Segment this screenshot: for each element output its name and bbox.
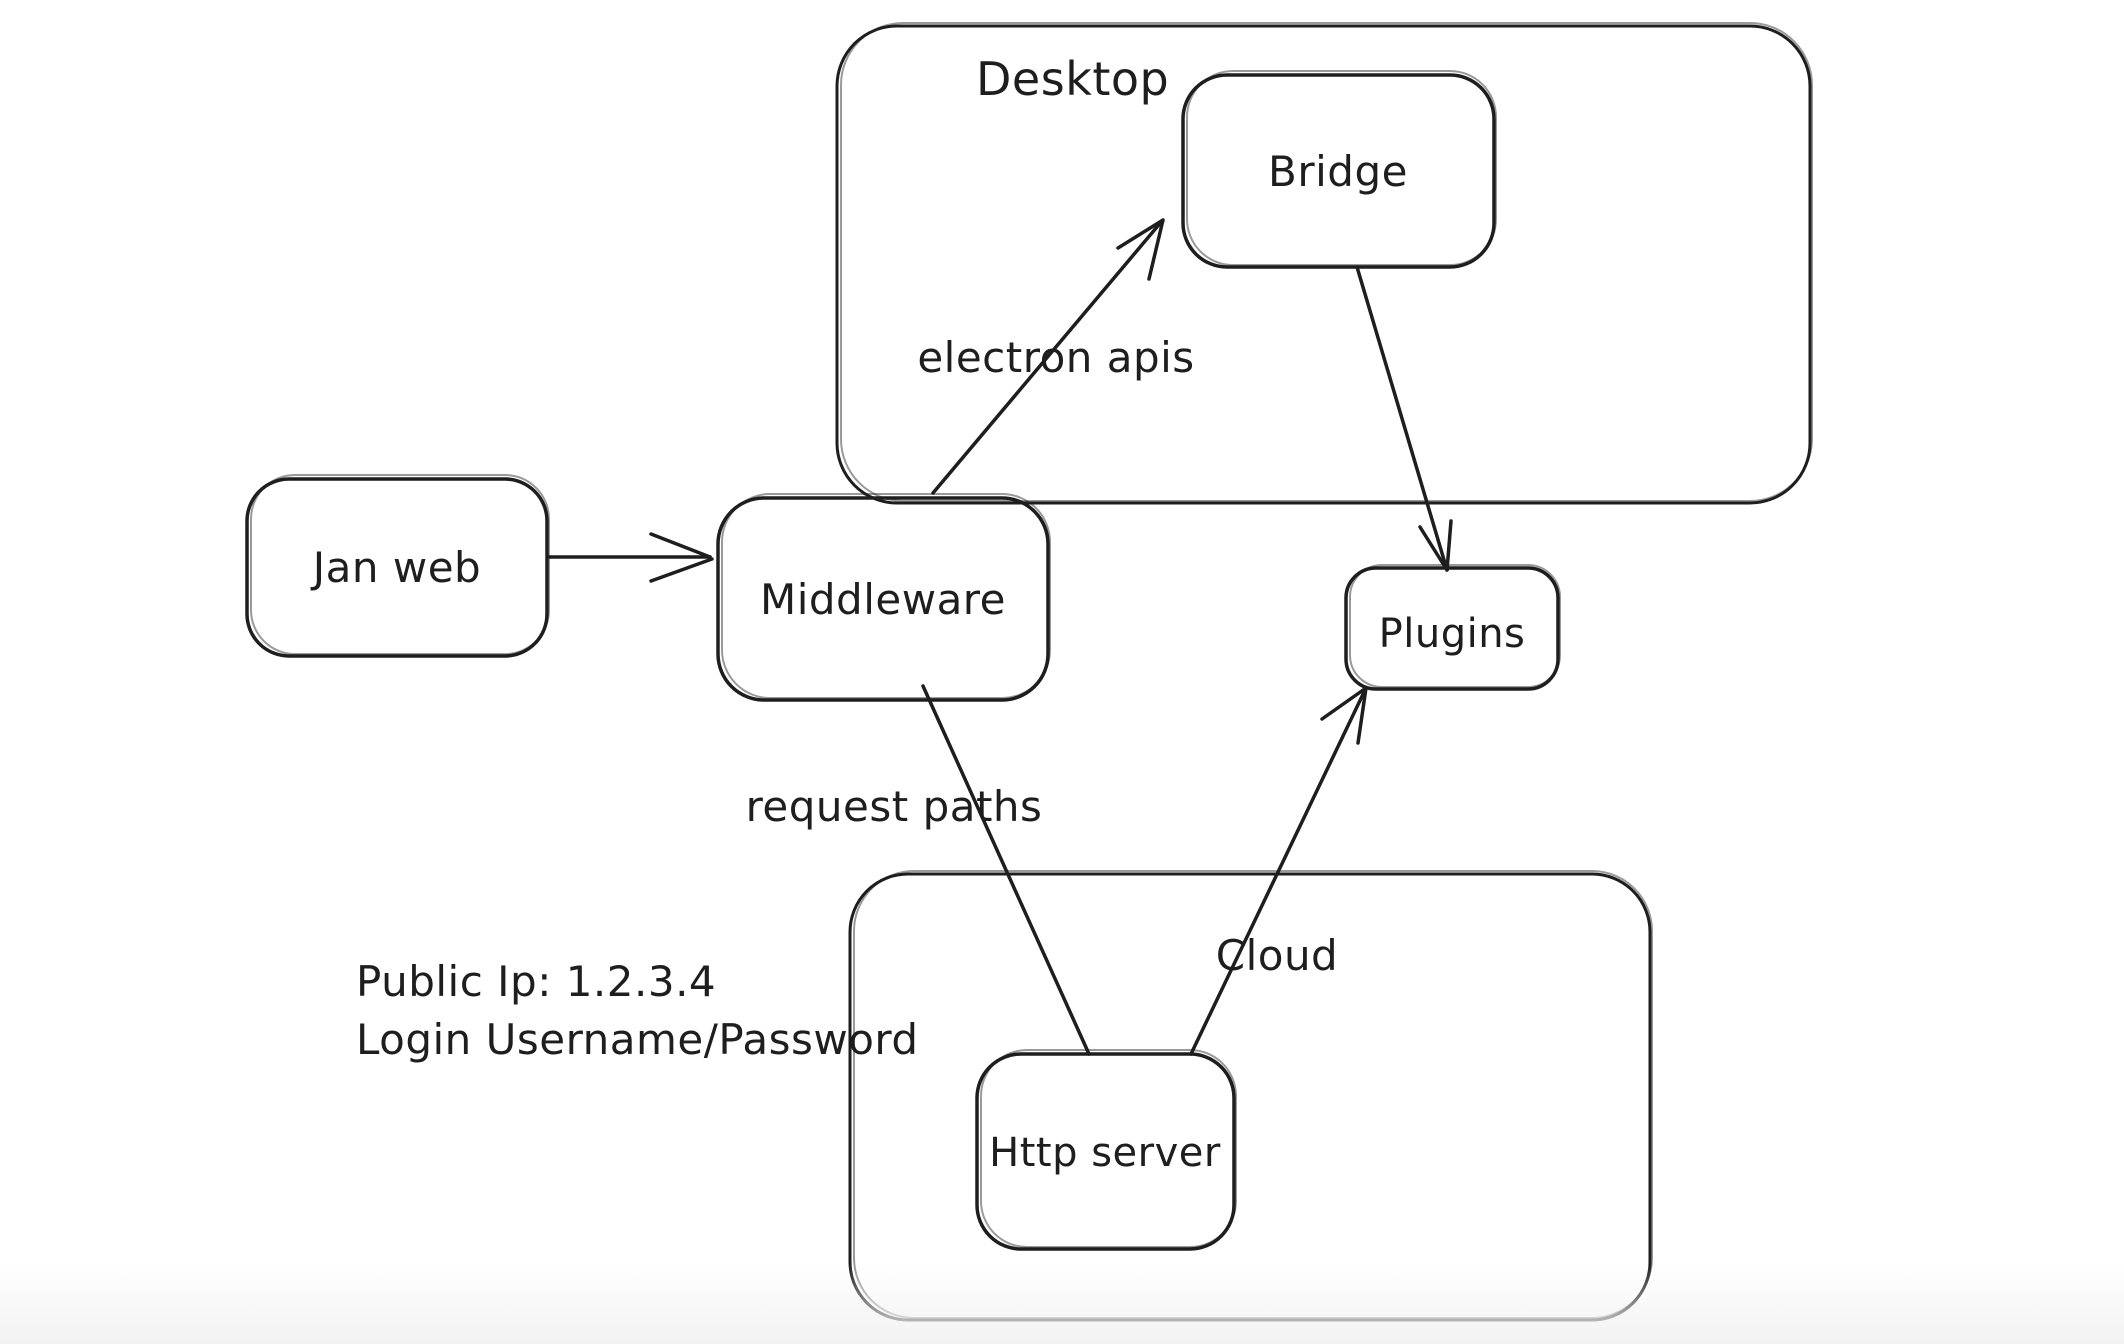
edge-bridge-to-plugins-arrowhead xyxy=(1418,519,1453,572)
edge-http-server-to-plugins-arrowhead xyxy=(1320,686,1368,745)
bridge-label: Bridge xyxy=(1268,147,1408,196)
edge-middleware-to-http-server: request paths xyxy=(746,684,1091,1056)
cloud-container-label: Cloud xyxy=(1216,931,1338,980)
edge-jan-web-to-middleware-arrowhead xyxy=(649,532,714,583)
edge-bridge-to-plugins xyxy=(1355,265,1453,572)
edge-middleware-to-bridge-arrowhead xyxy=(1116,218,1165,281)
bridge-box xyxy=(1181,73,1496,269)
desktop-container: Desktop xyxy=(835,22,1813,505)
edge-http-server-to-plugins xyxy=(1189,686,1368,1056)
middleware-box-sketch xyxy=(721,493,1051,699)
jan-web-box-sketch xyxy=(250,474,550,655)
edge-middleware-to-bridge: electron apis xyxy=(917,218,1194,495)
middleware-label: Middleware xyxy=(760,575,1006,624)
plugins-box-sketch xyxy=(1349,564,1561,688)
edge-jan-web-to-middleware xyxy=(546,532,714,583)
edge-label-electron-apis: electron apis xyxy=(917,333,1194,382)
note-credentials: Public Ip: 1.2.3.4 Login Username/Passwo… xyxy=(356,957,919,1064)
bridge-box-sketch xyxy=(1186,70,1497,266)
http-server-box xyxy=(975,1052,1236,1251)
note-public-ip: Public Ip: 1.2.3.4 xyxy=(356,957,716,1006)
desktop-container-box xyxy=(835,24,1812,505)
http-server-label: Http server xyxy=(989,1130,1221,1176)
http-server-node: Http server xyxy=(975,1049,1237,1251)
plugins-node: Plugins xyxy=(1344,564,1561,691)
edge-middleware-to-bridge-line xyxy=(931,219,1164,495)
desktop-container-box-sketch xyxy=(840,22,1813,502)
plugins-box xyxy=(1344,566,1560,691)
plugins-label: Plugins xyxy=(1379,611,1526,657)
edge-label-request-paths: request paths xyxy=(746,782,1043,831)
jan-web-box xyxy=(245,477,549,658)
desktop-container-label: Desktop xyxy=(976,52,1169,106)
note-login: Login Username/Password xyxy=(356,1015,919,1064)
http-server-box-sketch xyxy=(980,1049,1237,1248)
middleware-node: Middleware xyxy=(716,493,1051,702)
edge-bridge-to-plugins-line xyxy=(1355,265,1449,572)
edge-http-server-to-plugins-line xyxy=(1189,686,1368,1056)
cloud-container: Cloud xyxy=(848,870,1653,1322)
edge-middleware-to-http-server-line xyxy=(921,684,1091,1056)
jan-web-node: Jan web xyxy=(245,474,550,658)
jan-web-label: Jan web xyxy=(310,543,481,592)
bridge-node: Bridge xyxy=(1181,70,1497,269)
middleware-box xyxy=(716,496,1050,702)
